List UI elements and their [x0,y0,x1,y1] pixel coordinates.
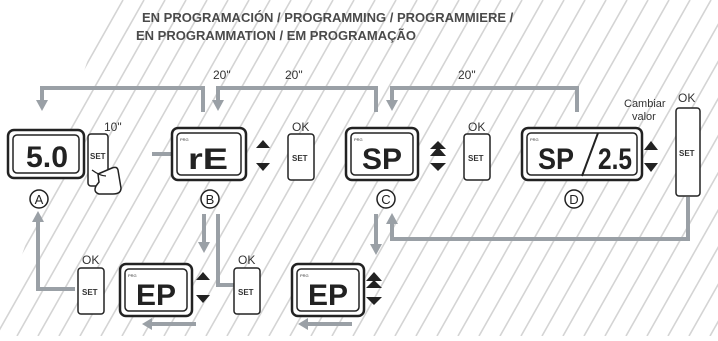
up-arrow-icon [196,272,210,280]
ok-label-e2: OK [238,253,255,267]
set-button-b[interactable]: SET [287,133,315,181]
step-a-label: A [35,192,44,207]
up-arrow-icon [430,141,446,149]
down-arrow-icon [644,163,658,172]
set-button-d[interactable]: SET [675,107,701,197]
step-c-marker: C [376,189,396,209]
display-e1-value: EP [136,279,176,312]
change-value-line-1: Cambiar [624,98,666,110]
step-b-marker: B [200,189,220,209]
display-e1: PRG EP [118,262,194,318]
set-button-c[interactable]: SET [463,133,491,181]
set-button-d-label: SET [679,149,695,158]
down-arrow-icon [196,295,210,303]
hatch-line [667,0,718,336]
timer-label-3: 20" [458,68,476,82]
set-button-hold-label: SET [90,152,106,161]
timer-label-hold: 10" [104,120,122,134]
display-c: PRG SP [344,126,420,182]
display-d-divider [581,132,599,177]
display-c-value: SP [362,143,402,176]
display-e2-prg: PRG [300,273,309,278]
arrowheads [32,100,398,330]
title-line-2: EN PROGRAMMATION / EM PROGRAMAÇÃO [136,28,416,43]
hatch-line [625,0,718,336]
display-b-value: rE [188,143,228,176]
display-c-prg: PRG [354,137,363,142]
set-button-e1-label: SET [82,288,98,297]
loop-d-to-c-arrow [390,86,579,112]
step-d-label: D [569,192,578,207]
down-arrow-icon [430,163,446,171]
hatch-line [415,0,607,336]
display-b: PRG rE [170,126,248,182]
display-e2: PRG EP [290,262,366,318]
updown-arrows-e2[interactable] [366,272,382,305]
display-e1-prg: PRG [128,273,137,278]
loop-b-to-a-arrow [40,86,205,112]
timer-label-1: 20" [213,68,231,82]
set-button-e1[interactable]: SET [77,267,105,315]
updown-arrows-b[interactable] [256,140,270,171]
up-arrow-icon [644,141,658,150]
hatch-line [646,0,718,336]
up-arrow-icon-outline [430,147,446,156]
updown-arrows-e1[interactable] [196,272,210,303]
set-button-b-label: SET [292,154,308,163]
hatch-line [163,0,355,336]
display-d-prg: PRG [530,137,539,142]
hatch-line [247,0,439,336]
up-arrow-icon-outline [366,280,382,288]
ok-label-e1: OK [82,253,99,267]
display-d-value: 2.5 [598,143,632,176]
loop-c-to-b-arrow [216,86,378,112]
timer-label-2: 20" [285,68,303,82]
display-a-value: 5.0 [26,141,68,174]
set-button-c-label: SET [468,154,484,163]
ok-label-c: OK [468,120,485,134]
hatch-line [37,0,229,336]
updown-arrows-d[interactable] [644,141,658,172]
set-button-e2-label: SET [238,288,254,297]
display-a: 5.0 [6,128,86,180]
display-d-param: SP [538,143,574,176]
ep-to-a-arrow [36,222,75,291]
ok-label-b: OK [292,120,309,134]
set-button-e2[interactable]: SET [233,267,261,315]
step-c-label: C [381,192,390,207]
step-a-marker: A [29,189,49,209]
title-line-1: EN PROGRAMACIÓN / PROGRAMMING / PROGRAMM… [142,10,514,25]
updown-arrows-c[interactable] [430,141,446,171]
display-d: PRG SP 2.5 [520,126,644,182]
ok-label-d: OK [678,91,695,105]
flow-arrows [36,86,690,326]
up-arrow-icon [256,140,270,148]
display-e2-value: EP [308,279,348,312]
down-arrow-icon [366,297,382,305]
hatch-line [352,0,544,336]
pressing-finger-icon [91,166,122,195]
step-d-marker: D [564,189,584,209]
d-to-c-return-arrow [390,197,690,241]
down-arrow-icon [256,163,270,171]
up-arrow-icon [366,272,382,281]
hatch-line [562,0,718,336]
b-to-ep2-arrow [216,214,236,287]
change-value-line-2: valor [632,111,656,123]
step-b-label: B [206,192,215,207]
display-b-prg: PRG [180,137,189,142]
